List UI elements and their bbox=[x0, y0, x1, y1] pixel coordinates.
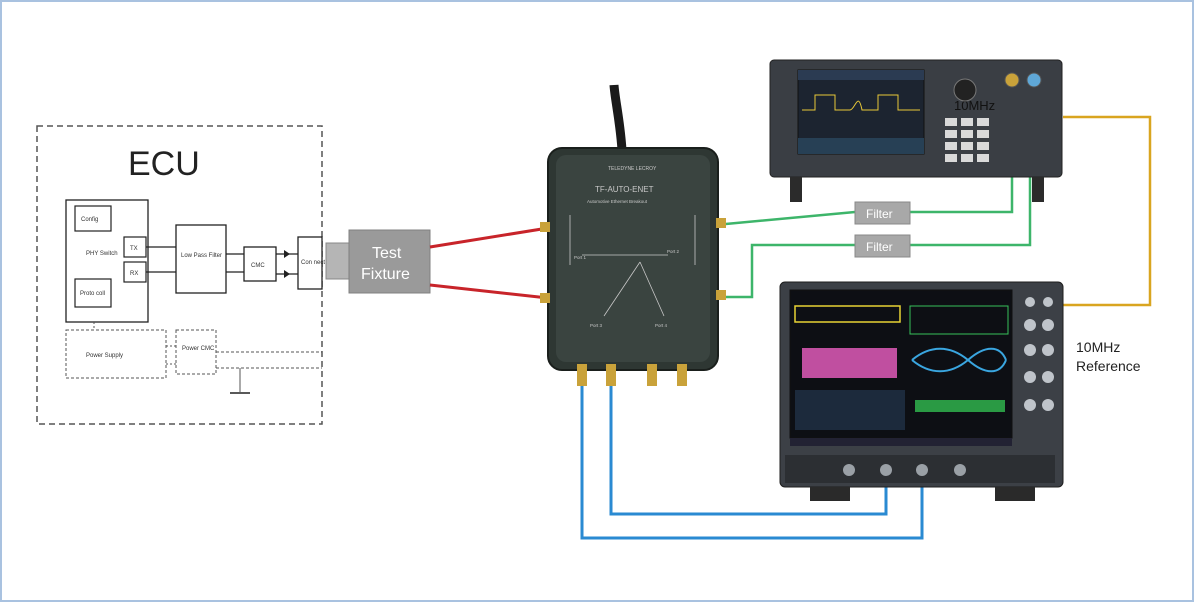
power-supply-box bbox=[65, 329, 167, 379]
reference-label-line2: Reference bbox=[1076, 358, 1141, 374]
siggen-freq-overlay: 10MHz bbox=[954, 98, 995, 113]
scope-ch4 bbox=[954, 464, 966, 476]
fixture-label-line1: Test bbox=[372, 245, 402, 262]
scope-trace-pink bbox=[802, 348, 897, 378]
fixture-label-line2: Fixture bbox=[361, 266, 410, 283]
scope-bottom-bar bbox=[790, 438, 1012, 446]
arrowhead-b bbox=[284, 270, 290, 278]
scope-foot-right bbox=[995, 487, 1035, 501]
arrowhead-a bbox=[284, 250, 290, 258]
siggen-screen-header bbox=[798, 70, 924, 80]
sma-bottom-4 bbox=[677, 364, 687, 386]
adapter-subtitle: Automotive Ethernet Breakout bbox=[587, 199, 648, 204]
adapter-port2: Port 2 bbox=[667, 249, 680, 254]
blue-cables bbox=[580, 385, 924, 540]
siggen-keypad bbox=[945, 118, 989, 162]
filter-top-label: Filter bbox=[866, 207, 893, 221]
sma-left-top bbox=[540, 222, 550, 232]
phy-switch-label: PHY Switch bbox=[86, 251, 118, 257]
sma-right-top bbox=[716, 218, 726, 228]
adapter-face bbox=[556, 155, 710, 362]
reference-label-line1: 10MHz bbox=[1076, 339, 1120, 355]
siggen-foot-left bbox=[790, 177, 802, 202]
low-pass-filter-box bbox=[175, 224, 227, 294]
adapter-port3: Port 3 bbox=[590, 323, 603, 328]
scope-ch1 bbox=[843, 464, 855, 476]
reference-cable bbox=[1063, 115, 1152, 307]
scope-trace-yellow bbox=[794, 305, 901, 323]
siggen-screen-footer bbox=[798, 138, 924, 154]
siggen-output-2 bbox=[1026, 72, 1042, 88]
config-label: Config bbox=[81, 217, 98, 223]
sma-bottom-1 bbox=[577, 364, 587, 386]
siggen-knob bbox=[953, 78, 977, 102]
scope-trace-green bbox=[909, 305, 1009, 335]
cmc-box bbox=[243, 246, 277, 282]
sma-bottom-2 bbox=[606, 364, 616, 386]
filter-bottom-box bbox=[854, 234, 911, 258]
adapter-model: TF-AUTO-ENET bbox=[595, 185, 654, 194]
blue-cable-outer bbox=[580, 385, 924, 540]
scope-trace-green-2 bbox=[915, 400, 1005, 412]
fixture-body bbox=[348, 229, 431, 294]
ecu-block: ECU Config PHY Switch Proto coll TX RX L… bbox=[36, 125, 332, 425]
filter-bottom-label: Filter bbox=[866, 240, 893, 254]
red-cable-bottom bbox=[429, 283, 549, 300]
adapter-cable bbox=[609, 84, 627, 151]
siggen-screen-trace bbox=[802, 94, 920, 111]
ecu-title: ECU bbox=[128, 145, 200, 183]
adapter-panel-lines bbox=[569, 215, 696, 317]
rx-label: RX bbox=[130, 271, 138, 277]
power-cmc-box bbox=[175, 329, 217, 375]
siggen-output-1 bbox=[1004, 72, 1020, 88]
signal-generator: 10MHz bbox=[769, 59, 1063, 202]
siggen-foot-right bbox=[1032, 177, 1044, 202]
power-cmc-label: Power CMC bbox=[182, 346, 215, 352]
config-box bbox=[74, 205, 112, 232]
red-cables bbox=[429, 226, 549, 300]
red-cable-top bbox=[429, 226, 549, 249]
gold-cable bbox=[1063, 115, 1152, 307]
oscilloscope bbox=[779, 281, 1064, 501]
connector-box bbox=[297, 236, 323, 290]
sma-left-bottom bbox=[540, 293, 550, 303]
scope-table bbox=[795, 390, 905, 430]
scope-eye-diagram bbox=[911, 347, 1007, 373]
filter-top-box bbox=[854, 201, 911, 225]
power-supply-label: Power Supply bbox=[86, 353, 123, 359]
test-fixture: Test Fixture bbox=[325, 229, 431, 294]
scope-ch2 bbox=[880, 464, 892, 476]
filters: Filter Filter bbox=[854, 201, 911, 258]
scope-controls bbox=[1024, 297, 1054, 411]
blue-cable-inner bbox=[609, 385, 888, 516]
fixture-tab bbox=[325, 242, 353, 280]
protocol-box bbox=[74, 278, 112, 308]
scope-ch3 bbox=[916, 464, 928, 476]
adapter-port1: Port 1 bbox=[574, 255, 587, 260]
protocol-label: Proto coll bbox=[80, 291, 105, 297]
low-pass-filter-label: Low Pass Filter bbox=[181, 253, 222, 259]
adapter-port4: Port 4 bbox=[655, 323, 668, 328]
tx-label: TX bbox=[130, 246, 138, 252]
sma-bottom-3 bbox=[647, 364, 657, 386]
adapter-brand: TELEDYNE LECROY bbox=[608, 166, 657, 172]
scope-foot-left bbox=[810, 487, 850, 501]
cmc-label: CMC bbox=[251, 263, 265, 269]
connector-label: Con nect or bbox=[301, 260, 332, 266]
sma-right-bottom bbox=[716, 290, 726, 300]
breakout-adapter: TELEDYNE LECROY TF-AUTO-ENET Automotive … bbox=[540, 84, 726, 386]
